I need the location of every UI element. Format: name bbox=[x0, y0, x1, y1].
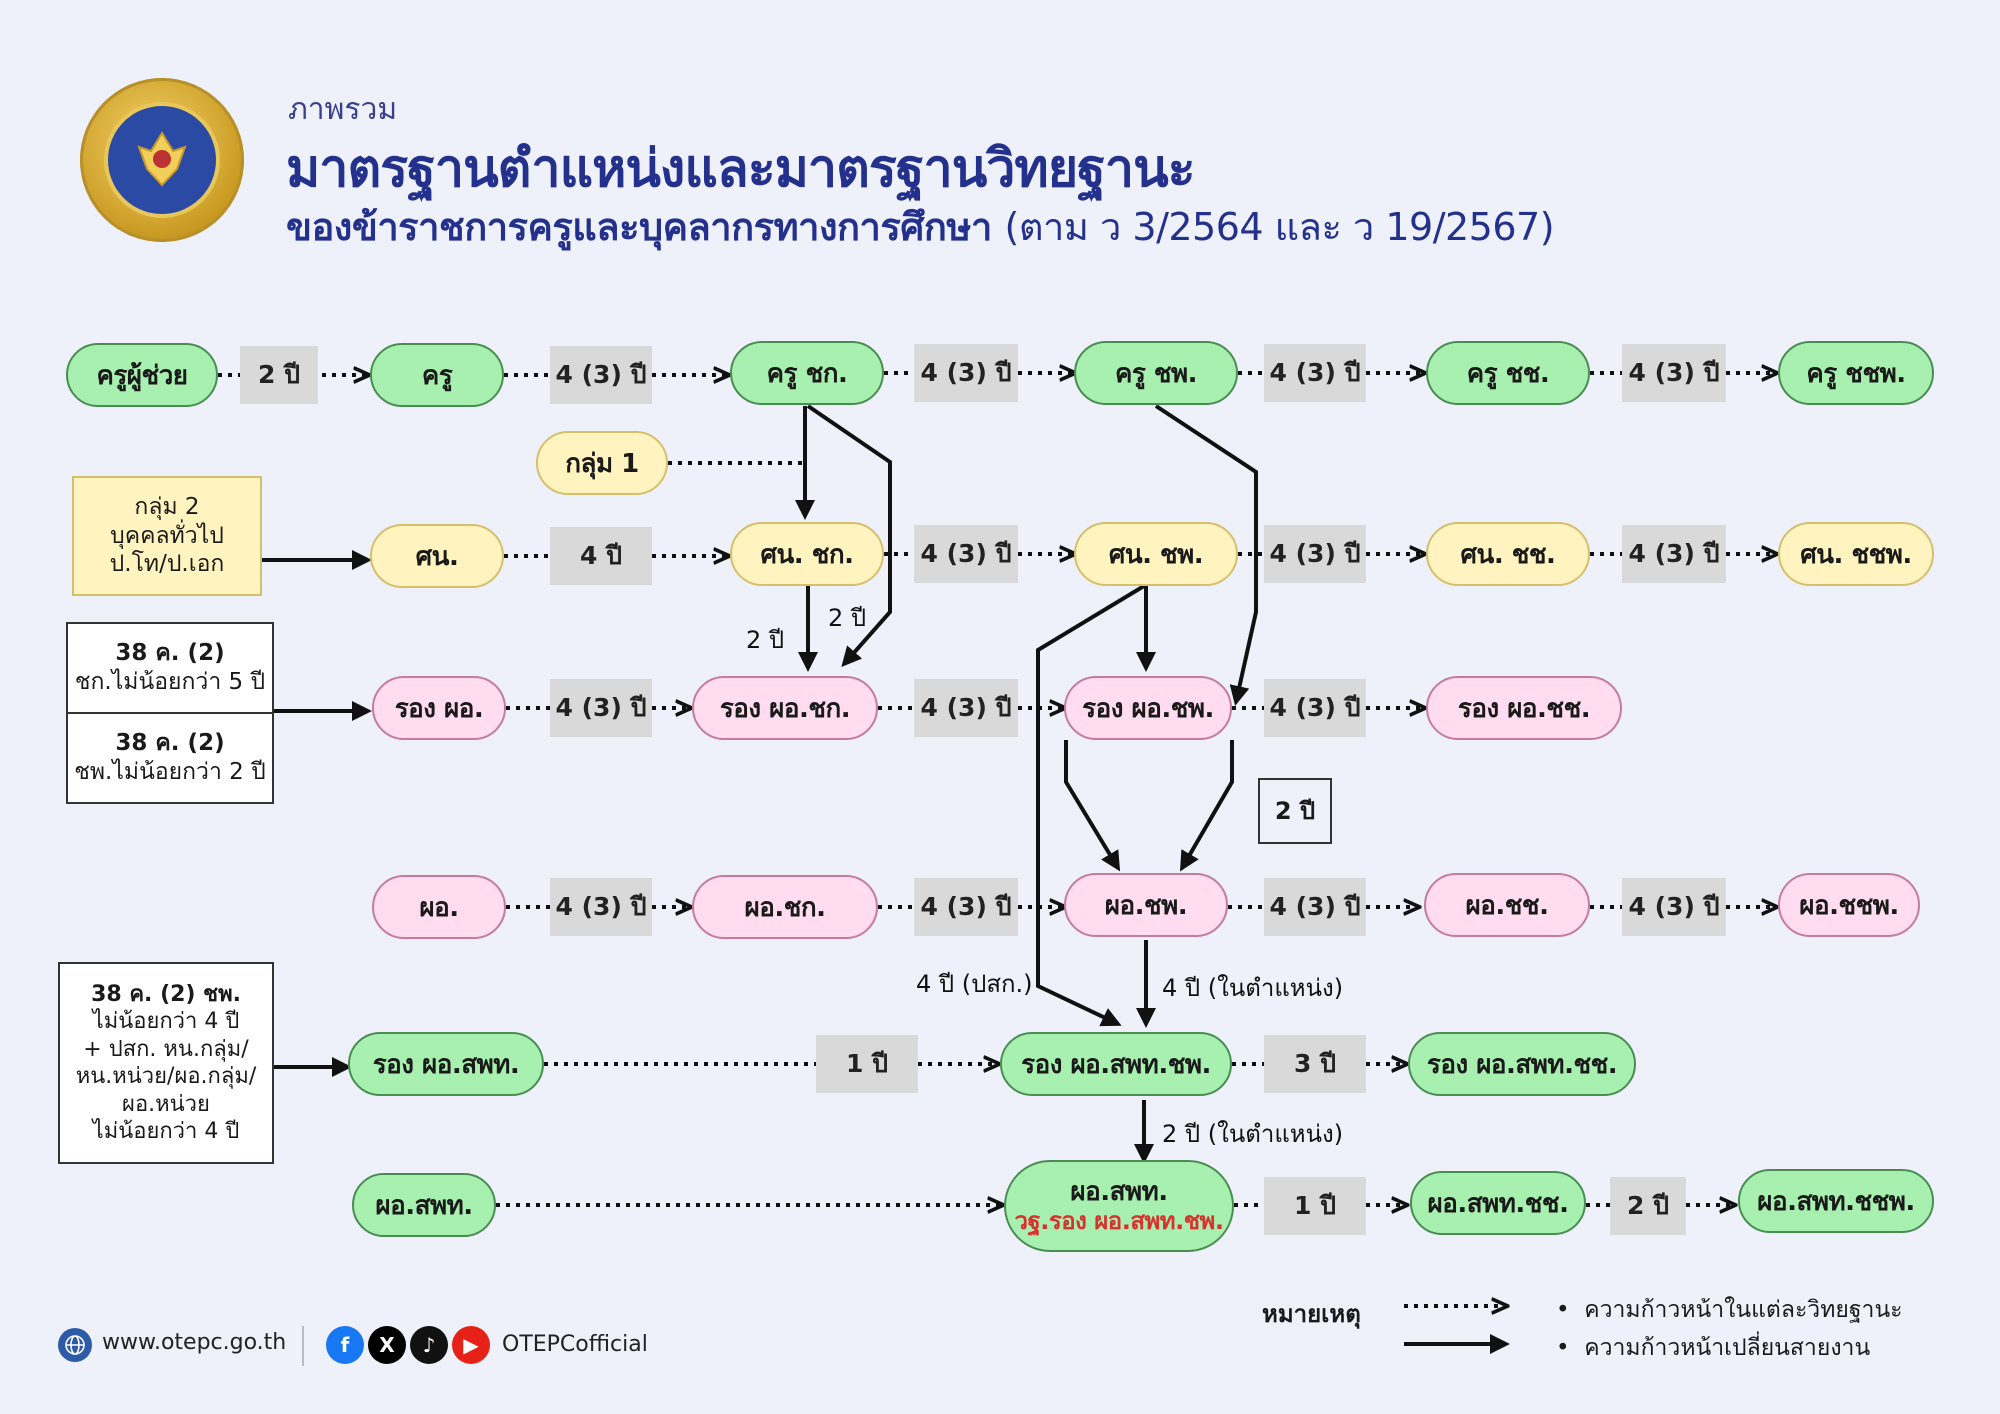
duration-4-3y: 4 (3) ปี bbox=[1264, 344, 1366, 402]
req-box-area: 38 ค. (2) ชพ. ไม่น้อยกว่า 4 ปี + ปสก. หน… bbox=[58, 962, 274, 1164]
req-c-line1: 38 ค. (2) ชพ. bbox=[91, 981, 241, 1007]
req-c-line4: หน.หน่วย/ผอ.กลุ่ม/ bbox=[75, 1064, 257, 1089]
area-dir-main-label: ผอ.สพท. bbox=[1070, 1176, 1168, 1207]
node-vice-area-cp: รอง ผอ.สพท.ชพ. bbox=[1000, 1032, 1232, 1096]
website-link[interactable]: www.otepc.go.th bbox=[102, 1330, 287, 1355]
label-2y-b: 2 ปี bbox=[828, 604, 867, 632]
duration-4y: 4 ปี bbox=[550, 527, 652, 585]
duration-4-3y: 4 (3) ปี bbox=[1622, 878, 1726, 936]
node-vice-dir-cc: รอง ผอ.ชช. bbox=[1426, 676, 1622, 740]
req-box-ck: 38 ค. (2) ชก.ไม่น้อยกว่า 5 ปี bbox=[66, 622, 274, 714]
label-2y-pos: 2 ปี (ในตำแหน่ง) bbox=[1162, 1120, 1344, 1148]
duration-4-3y: 4 (3) ปี bbox=[914, 344, 1018, 402]
req-b-bold: 38 ค. (2) bbox=[115, 730, 225, 757]
group2-line1: กลุ่ม 2 bbox=[134, 493, 200, 520]
duration-4-3y: 4 (3) ปี bbox=[914, 679, 1018, 737]
req-box-cp: 38 ค. (2) ชพ.ไม่น้อยกว่า 2 ปี bbox=[66, 712, 274, 804]
dotted-progression-lines bbox=[218, 373, 1776, 1306]
duration-4-3y: 4 (3) ปี bbox=[1264, 525, 1366, 583]
node-dir-ck: ผอ.ชก. bbox=[692, 875, 878, 939]
req-a-bold: 38 ค. (2) bbox=[115, 640, 225, 667]
title-line2-note: (ตาม ว 3/2564 และ ว 19/2567) bbox=[1004, 205, 1555, 249]
node-teacher-cc: ครู ชช. bbox=[1426, 341, 1590, 405]
node-dir-ccp: ผอ.ชชพ. bbox=[1778, 873, 1920, 937]
seal-logo-icon bbox=[104, 102, 220, 218]
req-c-line5: ผอ.หน่วย bbox=[122, 1091, 210, 1117]
node-sn-cc: ศน. ชช. bbox=[1426, 522, 1590, 586]
duration-2y: 2 ปี bbox=[1610, 1177, 1686, 1235]
duration-4-3y: 4 (3) ปี bbox=[1264, 679, 1366, 737]
legend-title: หมายเหตุ bbox=[1262, 1300, 1361, 1328]
facebook-icon[interactable]: f bbox=[326, 1326, 364, 1364]
duration-1y: 1 ปี bbox=[816, 1035, 918, 1093]
label-4y-psk: 4 ปี (ปสก.) bbox=[916, 970, 1033, 998]
node-sn-ck: ศน. ชก. bbox=[730, 522, 884, 586]
duration-4-3y: 4 (3) ปี bbox=[550, 679, 652, 737]
legend-solid: • ความก้าวหน้าเปลี่ยนสายงาน bbox=[1556, 1335, 1871, 1361]
node-sn-ccp: ศน. ชชพ. bbox=[1778, 522, 1934, 586]
node-area-dir: ผอ.สพท. bbox=[352, 1173, 496, 1237]
node-teacher-cp: ครู ชพ. bbox=[1074, 341, 1238, 405]
solid-career-change-lines bbox=[262, 404, 1510, 1354]
node-teacher-ck: ครู ชก. bbox=[730, 341, 884, 405]
legend-solid-label: ความก้าวหน้าเปลี่ยนสายงาน bbox=[1584, 1335, 1871, 1361]
node-vice-area: รอง ผอ.สพท. bbox=[348, 1032, 544, 1096]
header-subtitle: ภาพรวม bbox=[288, 92, 398, 127]
node-vice-dir-cp: รอง ผอ.ชพ. bbox=[1064, 676, 1232, 740]
duration-3y: 3 ปี bbox=[1264, 1035, 1366, 1093]
x-icon[interactable]: X bbox=[368, 1326, 406, 1364]
label-4y-pos: 4 ปี (ในตำแหน่ง) bbox=[1162, 974, 1344, 1002]
globe-icon[interactable] bbox=[58, 1328, 92, 1362]
social-account[interactable]: OTEPCofficial bbox=[502, 1332, 648, 1357]
req-c-line6: ไม่น้อยกว่า 4 ปี bbox=[92, 1119, 240, 1144]
req-c-line3: + ปสก. หน.กลุ่ม/ bbox=[83, 1036, 249, 1062]
logo-seal bbox=[80, 78, 244, 242]
footer-divider bbox=[302, 1326, 304, 1366]
node-vice-area-cc: รอง ผอ.สพท.ชช. bbox=[1408, 1032, 1636, 1096]
duration-2y: 2 ปี bbox=[240, 346, 318, 404]
duration-4-3y: 4 (3) ปี bbox=[1264, 878, 1366, 936]
node-dir-cp: ผอ.ชพ. bbox=[1064, 873, 1228, 937]
node-area-dir-main: ผอ.สพท. วฐ.รอง ผอ.สพท.ชพ. bbox=[1004, 1160, 1234, 1252]
duration-1y: 1 ปี bbox=[1264, 1177, 1366, 1235]
req-c-line2: ไม่น้อยกว่า 4 ปี bbox=[92, 1009, 240, 1034]
node-dir-cc: ผอ.ชช. bbox=[1424, 873, 1590, 937]
page-title: มาตรฐานตำแหน่งและมาตรฐานวิทยฐานะ bbox=[286, 139, 1196, 199]
duration-4-3y: 4 (3) ปี bbox=[1622, 344, 1726, 402]
legend-dotted-label: ความก้าวหน้าในแต่ละวิทยฐานะ bbox=[1584, 1297, 1903, 1323]
node-area-dir-cc: ผอ.สพท.ชช. bbox=[1410, 1171, 1586, 1235]
node-teacher-ccp: ครู ชชพ. bbox=[1778, 341, 1934, 405]
duration-4-3y: 4 (3) ปี bbox=[550, 346, 652, 404]
duration-4-3y: 4 (3) ปี bbox=[550, 878, 652, 936]
req-b-text: ชพ.ไม่น้อยกว่า 2 ปี bbox=[74, 759, 266, 785]
legend-dotted: • ความก้าวหน้าในแต่ละวิทยฐานะ bbox=[1556, 1297, 1903, 1323]
node-dir: ผอ. bbox=[372, 875, 506, 939]
label-2y-a: 2 ปี bbox=[746, 626, 785, 654]
title-line2-main: ของข้าราชการครูและบุคลากรทางการศึกษา bbox=[286, 205, 992, 249]
node-vice-dir: รอง ผอ. bbox=[372, 676, 506, 740]
group2-box: กลุ่ม 2 บุคคลทั่วไป ป.โท/ป.เอก bbox=[72, 476, 262, 596]
node-vice-dir-ck: รอง ผอ.ชก. bbox=[692, 676, 878, 740]
node-sn: ศน. bbox=[370, 524, 504, 588]
group2-line2: บุคคลทั่วไป bbox=[110, 522, 224, 549]
duration-4-3y: 4 (3) ปี bbox=[914, 525, 1018, 583]
group2-line3: ป.โท/ป.เอก bbox=[109, 551, 225, 578]
node-area-dir-ccp: ผอ.สพท.ชชพ. bbox=[1738, 1169, 1934, 1233]
duration-4-3y: 4 (3) ปี bbox=[914, 878, 1018, 936]
node-teacher: ครู bbox=[370, 343, 504, 407]
page-title-line2: ของข้าราชการครูและบุคลากรทางการศึกษา (ตา… bbox=[286, 196, 1555, 257]
duration-4-3y: 4 (3) ปี bbox=[1622, 525, 1726, 583]
node-sn-cp: ศน. ชพ. bbox=[1074, 522, 1238, 586]
area-dir-sub-label: วฐ.รอง ผอ.สพท.ชพ. bbox=[1014, 1207, 1224, 1236]
node-teacher-assistant: ครูผู้ช่วย bbox=[66, 343, 218, 407]
youtube-icon[interactable]: ▶ bbox=[452, 1326, 490, 1364]
tiktok-icon[interactable]: ♪ bbox=[410, 1326, 448, 1364]
req-a-text: ชก.ไม่น้อยกว่า 5 ปี bbox=[74, 669, 266, 695]
two-years-box: 2 ปี bbox=[1258, 778, 1332, 844]
node-group1: กลุ่ม 1 bbox=[536, 431, 668, 495]
